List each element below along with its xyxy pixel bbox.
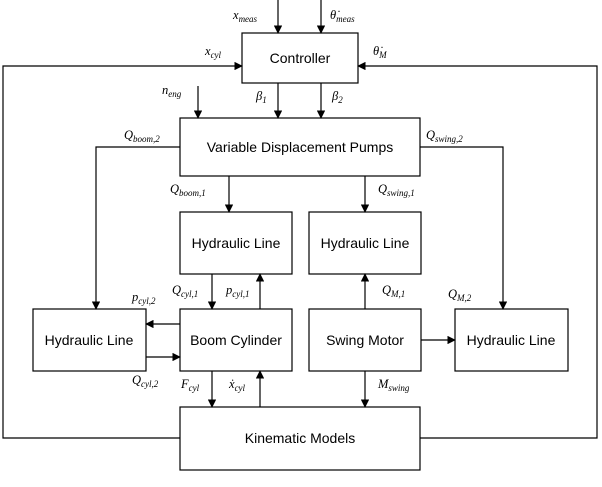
thetadot-meas-label: θ̇meas [330, 8, 355, 24]
thetadot-m-label: θ̇M [373, 44, 387, 60]
swing-motor-label: Swing Motor [326, 332, 404, 348]
hydraulic-line-left-label: Hydraulic Line [45, 332, 134, 348]
p-cyl2-label: pcyl,2 [131, 290, 156, 306]
pumps-label: Variable Displacement Pumps [207, 139, 394, 155]
f-cyl-label: Fcyl [180, 377, 200, 393]
x-meas-label: xmeas [232, 8, 258, 24]
q-swing2-label: Qswing,2 [426, 128, 463, 144]
x-cyl-feedback-label: xcyl [204, 44, 222, 60]
kinematic-models-label: Kinematic Models [245, 430, 356, 446]
hydraulic-line-boom-block: Hydraulic Line [179, 211, 293, 275]
controller-block: Controller [241, 32, 359, 84]
pumps-block: Variable Displacement Pumps [179, 117, 421, 177]
thetadot-m-feedback-arrow [357, 61, 598, 439]
q-boom1-label: Qboom,1 [170, 182, 206, 198]
q-m2-label: QM,2 [448, 287, 472, 303]
q-cyl2-label: Qcyl,2 [132, 373, 159, 389]
q-boom2-arrow [91, 146, 180, 310]
p-cyl1-label: pcyl,1 [225, 283, 250, 299]
q-swing1-label: Qswing,1 [378, 182, 415, 198]
hydraulic-line-swing-block: Hydraulic Line [308, 211, 422, 275]
hydraulic-line-right-block: Hydraulic Line [454, 308, 569, 372]
kinematic-models-block: Kinematic Models [179, 406, 421, 471]
hydraulic-line-swing-label: Hydraulic Line [321, 235, 410, 251]
swing-motor-block: Swing Motor [308, 308, 422, 372]
x-cyl-feedback-arrow [2, 61, 243, 439]
m-swing-label: Mswing [377, 377, 410, 393]
q-swing2-arrow [420, 146, 508, 310]
q-m1-label: QM,1 [382, 283, 405, 299]
xdot-cyl-label: ẋcyl [228, 377, 246, 393]
beta1-label: β1 [255, 89, 267, 105]
hydraulic-line-right-label: Hydraulic Line [467, 332, 556, 348]
boom-cylinder-label: Boom Cylinder [190, 332, 282, 348]
beta2-label: β2 [331, 89, 343, 105]
q-boom2-label: Qboom,2 [124, 128, 160, 144]
controller-label: Controller [270, 50, 331, 66]
q-cyl1-label: Qcyl,1 [172, 283, 198, 299]
n-eng-label: neng [162, 83, 182, 99]
hydraulic-line-left-block: Hydraulic Line [32, 308, 147, 372]
hydraulic-line-boom-label: Hydraulic Line [192, 235, 281, 251]
boom-cylinder-block: Boom Cylinder [179, 308, 293, 372]
